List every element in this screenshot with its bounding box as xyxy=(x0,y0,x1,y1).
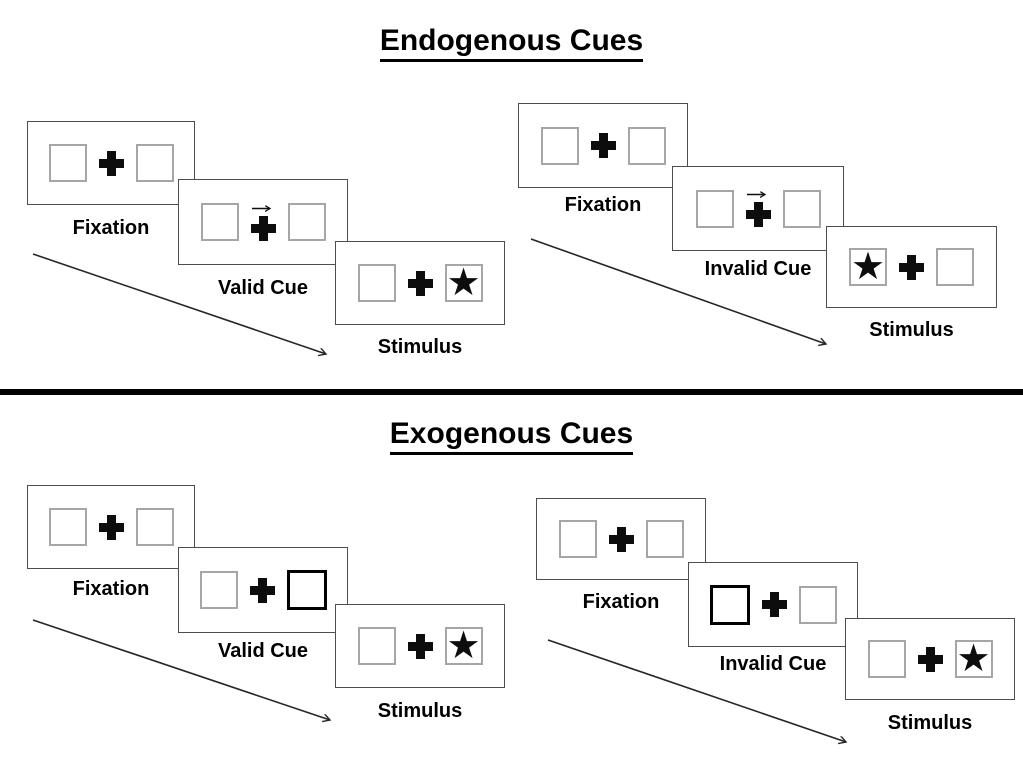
right-stimulus-box: ★ xyxy=(444,260,483,304)
step-label: Invalid Cue xyxy=(704,258,812,280)
left-placeholder-box xyxy=(200,203,239,241)
left-placeholder-box xyxy=(695,189,734,228)
fixation-panel xyxy=(27,121,195,205)
stimulus-panel: ★ xyxy=(826,226,997,308)
right-arrow-icon xyxy=(252,204,275,213)
step-label: Valid Cue xyxy=(217,640,309,662)
fixation-cross-icon xyxy=(98,514,124,540)
central-cue xyxy=(745,190,771,227)
star-icon: ★ xyxy=(446,623,481,667)
right-placeholder-box xyxy=(135,144,174,182)
fixation-cross-icon xyxy=(249,577,275,603)
left-placeholder-box xyxy=(357,264,396,302)
endogenous-section-title: Endogenous Cues xyxy=(0,24,1023,62)
step-label: Stimulus xyxy=(869,319,954,341)
step-label: Stimulus xyxy=(887,712,973,734)
exogenous-section-title: Exogenous Cues xyxy=(0,417,1023,455)
right-arrow-icon xyxy=(747,190,770,199)
fixation-cross-icon xyxy=(761,592,787,617)
sequence-timeline-arrow xyxy=(547,639,854,748)
left-placeholder-box xyxy=(199,571,238,609)
step-label: Fixation xyxy=(72,578,150,600)
stimulus-panel: ★ xyxy=(335,604,505,688)
left-placeholder-box xyxy=(48,508,87,546)
right-placeholder-box xyxy=(627,126,666,165)
invalid-cue-panel xyxy=(672,166,844,251)
stimulus-panel: ★ xyxy=(845,618,1015,700)
section-divider xyxy=(0,389,1023,395)
fixation-cross-icon xyxy=(917,646,943,672)
left-placeholder-box xyxy=(357,627,396,665)
valid-cue-panel xyxy=(178,547,348,633)
central-cue xyxy=(250,204,276,241)
right-placeholder-box xyxy=(645,520,684,558)
right-stimulus-box: ★ xyxy=(954,636,993,680)
fixation-cross-icon xyxy=(899,254,924,280)
exogenous-title-text: Exogenous Cues xyxy=(389,417,634,455)
cue-highlight-box xyxy=(709,584,750,625)
stimulus-panel: ★ xyxy=(335,241,505,325)
star-icon: ★ xyxy=(956,636,991,680)
right-placeholder-box xyxy=(135,508,174,546)
fixation-cross-icon xyxy=(407,633,433,659)
right-placeholder-box xyxy=(936,248,974,286)
sequence-timeline-arrow xyxy=(530,238,834,350)
sequence-timeline-arrow xyxy=(32,619,338,728)
fixation-cross-icon xyxy=(608,526,634,552)
right-placeholder-box xyxy=(287,203,326,241)
right-placeholder-box xyxy=(782,189,821,228)
step-label: Stimulus xyxy=(377,700,463,722)
step-label: Fixation xyxy=(582,591,660,613)
fixation-panel xyxy=(27,485,195,569)
fixation-cross-icon xyxy=(407,270,433,296)
left-placeholder-box xyxy=(540,126,579,165)
fixation-panel xyxy=(518,103,688,188)
fixation-cross-icon xyxy=(745,202,771,227)
invalid-cue-panel xyxy=(688,562,858,647)
star-icon: ★ xyxy=(850,244,886,288)
right-placeholder-box xyxy=(798,585,837,624)
fixation-cross-icon xyxy=(250,215,276,241)
left-placeholder-box xyxy=(867,640,906,678)
sequence-timeline-arrow xyxy=(32,253,338,364)
step-label: Fixation xyxy=(72,217,150,239)
fixation-cross-icon xyxy=(590,133,616,158)
left-placeholder-box xyxy=(48,144,87,182)
cue-highlight-box xyxy=(286,570,327,610)
right-stimulus-box: ★ xyxy=(444,623,483,667)
step-label: Valid Cue xyxy=(217,277,309,299)
left-stimulus-box: ★ xyxy=(849,244,887,288)
endogenous-title-text: Endogenous Cues xyxy=(379,24,644,62)
left-placeholder-box xyxy=(558,520,597,558)
star-icon: ★ xyxy=(446,260,481,304)
step-label: Fixation xyxy=(564,194,642,216)
fixation-panel xyxy=(536,498,706,580)
fixation-cross-icon xyxy=(98,150,124,176)
step-label: Invalid Cue xyxy=(719,653,827,675)
valid-cue-panel xyxy=(178,179,348,265)
step-label: Stimulus xyxy=(377,336,463,358)
